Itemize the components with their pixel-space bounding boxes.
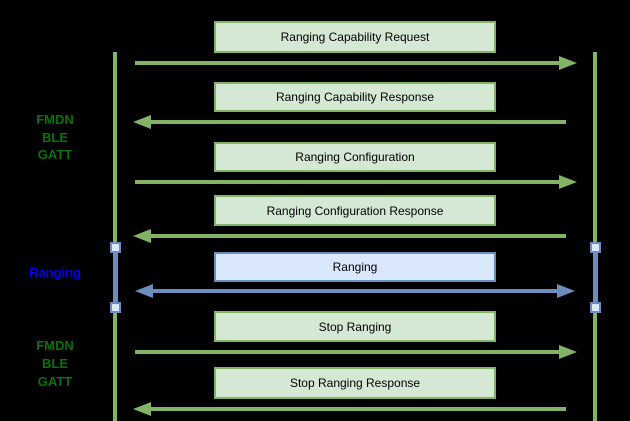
activation-handle: [110, 302, 121, 313]
arrow-shaft: [147, 289, 563, 293]
left-label-fmdn-ble-gatt-bottom: FMDN BLE GATT: [10, 337, 100, 391]
arrowhead-right-icon: [559, 175, 577, 189]
arrow-shaft: [135, 61, 565, 65]
message-box-stop-ranging: Stop Ranging: [214, 311, 496, 342]
arrow-left-icon: [133, 402, 566, 416]
arrowhead-left-icon: [133, 229, 151, 243]
arrow-right-icon: [135, 345, 577, 359]
ranging-activation-right: [593, 248, 598, 308]
message-box-stop-ranging-response: Stop Ranging Response: [214, 367, 496, 399]
activation-handle: [590, 302, 601, 313]
label-line: GATT: [37, 374, 73, 389]
ranging-activation-left: [113, 248, 118, 308]
message-box-ranging-capability-request: Ranging Capability Request: [214, 21, 496, 53]
arrow-shaft: [135, 350, 565, 354]
message-box-ranging-configuration-response: Ranging Configuration Response: [214, 195, 496, 226]
activation-handle: [110, 242, 121, 253]
arrow-left-icon: [133, 115, 566, 129]
left-label-fmdn-ble-gatt-top: FMDN BLE GATT: [10, 111, 100, 164]
label-line: FMDN: [36, 338, 74, 353]
arrow-bidirectional-icon: [135, 284, 575, 298]
activation-handle: [590, 242, 601, 253]
left-label-ranging: Ranging: [10, 264, 100, 282]
arrowhead-left-icon: [133, 115, 151, 129]
arrow-right-icon: [135, 175, 577, 189]
arrow-shaft: [145, 120, 566, 124]
message-box-ranging-capability-response: Ranging Capability Response: [214, 82, 496, 112]
arrow-shaft: [145, 234, 566, 238]
label-line: BLE: [42, 129, 68, 145]
arrow-left-icon: [133, 229, 566, 243]
message-box-ranging-configuration: Ranging Configuration: [214, 142, 496, 172]
arrowhead-right-icon: [557, 284, 575, 298]
message-box-ranging: Ranging: [214, 252, 496, 282]
label-line: FMDN: [36, 112, 74, 127]
arrowhead-right-icon: [559, 345, 577, 359]
arrow-shaft: [145, 407, 566, 411]
arrowhead-left-icon: [133, 402, 151, 416]
arrowhead-left-icon: [135, 284, 153, 298]
label-line: Ranging: [29, 265, 81, 280]
arrowhead-right-icon: [559, 56, 577, 70]
label-line: BLE: [42, 356, 68, 371]
label-line: GATT: [37, 147, 73, 162]
lifeline-right: [593, 52, 597, 421]
arrow-shaft: [135, 180, 565, 184]
lifeline-left: [113, 52, 117, 421]
arrow-right-icon: [135, 56, 577, 70]
